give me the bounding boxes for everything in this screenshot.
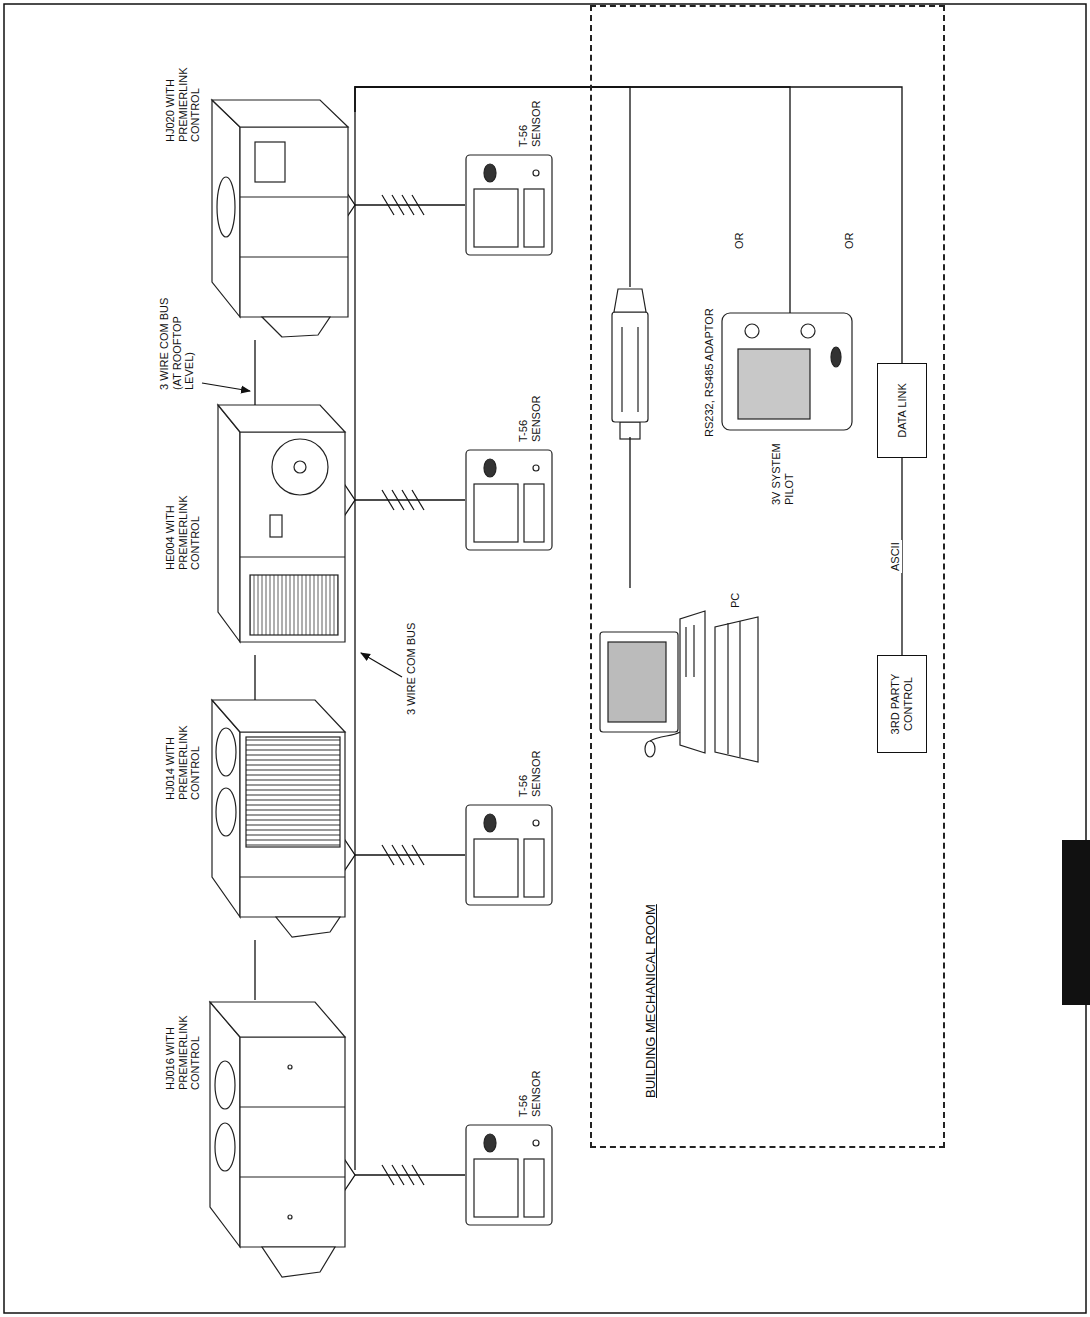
connector — [355, 87, 902, 363]
t56-sensor-picture — [466, 450, 552, 550]
section-tab — [1062, 840, 1090, 1005]
system-pilot: 3V SYSTEM PILOT — [722, 313, 857, 505]
sensor: T-56 SENSOR — [465, 1055, 557, 1225]
adaptor: RS232, RS485 ADAPTOR — [597, 287, 718, 437]
wire-count-mark — [402, 490, 414, 510]
connector — [255, 940, 256, 1000]
pc-picture — [600, 611, 758, 762]
leader-arrow — [202, 383, 402, 677]
adaptor-picture — [612, 289, 648, 439]
rooftop-unit-picture — [212, 100, 348, 337]
connector — [355, 1165, 465, 1185]
sensor: T-56 SENSOR — [465, 380, 557, 550]
rooftop-unit-picture — [218, 405, 345, 642]
node-label: PC — [729, 593, 742, 608]
node-label: 3V SYSTEM PILOT — [770, 431, 795, 505]
connector — [355, 87, 630, 287]
wire-count-mark — [402, 1165, 414, 1185]
rooftop-unit: HE004 WITH PREMIERLINK CONTROL — [160, 405, 355, 655]
connector-line — [355, 854, 465, 855]
edge-label: ASCII — [889, 540, 902, 573]
wire-count-mark — [412, 1165, 424, 1185]
node-label: BUILDING MECHANICAL ROOM — [644, 0, 659, 1098]
connector — [355, 195, 465, 215]
rooftop-unit: HJ020 WITH PREMIERLINK CONTROL — [160, 55, 355, 340]
callout-label: 3 WIRE COM BUS — [405, 623, 418, 715]
connector — [355, 87, 790, 313]
label-anchor: OR — [843, 233, 856, 250]
node-label: HE004 WITH PREMIERLINK CONTROL — [164, 488, 202, 570]
label-anchor: 3 WIRE COM BUS — [405, 623, 418, 715]
connector — [255, 340, 256, 405]
connector-line — [355, 87, 790, 313]
node-label: T-56 SENSOR — [517, 95, 542, 147]
connector — [355, 490, 465, 510]
connector — [630, 437, 631, 588]
callout-label: OR — [733, 233, 746, 250]
connector-line — [355, 1174, 465, 1175]
connector — [902, 458, 903, 655]
wire-count-mark — [402, 845, 414, 865]
connector-line — [355, 87, 630, 287]
label-anchor: OR — [733, 233, 746, 250]
connector-line — [629, 437, 630, 588]
mechanical-room: BUILDING MECHANICAL ROOMPCRS232, RS485 A… — [590, 5, 945, 1148]
wire-count-mark — [412, 195, 424, 215]
rooftop-unit: HJ016 WITH PREMIERLINK CONTROL — [160, 1000, 355, 1280]
wire-count-mark — [412, 490, 424, 510]
node-label: 3RD PARTY CONTROL — [889, 662, 914, 746]
node-label: HJ016 WITH PREMIERLINK CONTROL — [164, 1008, 202, 1090]
wire-count-mark — [402, 195, 414, 215]
wire-count-mark — [392, 1165, 404, 1185]
wire-count-mark — [382, 1165, 394, 1185]
t56-sensor-picture — [466, 1125, 552, 1225]
wire-count-mark — [382, 195, 394, 215]
node-label: DATA LINK — [896, 383, 909, 438]
wire-count-mark — [382, 845, 394, 865]
wire-count-mark — [392, 195, 404, 215]
wire-count-mark — [392, 490, 404, 510]
node-label: T-56 SENSOR — [517, 745, 542, 797]
node-label: T-56 SENSOR — [517, 390, 542, 442]
connector-line — [355, 204, 465, 205]
rooftop-unit-picture — [210, 1002, 345, 1277]
node-label: T-56 SENSOR — [517, 1065, 542, 1117]
node-label: RS232, RS485 ADAPTOR — [703, 308, 716, 437]
sensor: T-56 SENSOR — [465, 735, 557, 905]
node-label: HJ014 WITH PREMIERLINK CONTROL — [164, 718, 202, 800]
sensor: T-56 SENSOR — [465, 85, 557, 255]
control-box: 3RD PARTY CONTROL — [877, 655, 927, 753]
connector — [255, 655, 256, 700]
connector-line — [355, 87, 902, 363]
t56-sensor-picture — [466, 805, 552, 905]
edge-label-anchor: ASCII — [885, 540, 903, 573]
connector-line — [254, 655, 255, 700]
callout-label: 3 WIRE COM BUS (AT ROOFTOP LEVEL) — [158, 290, 196, 390]
wire-count-mark — [392, 845, 404, 865]
rooftop-unit-picture — [212, 700, 345, 937]
connector — [355, 845, 465, 865]
rooftop-unit: HJ014 WITH PREMIERLINK CONTROL — [160, 700, 355, 940]
t56-sensor-picture — [466, 155, 552, 255]
system-pilot-picture — [722, 313, 852, 430]
wire-count-mark — [382, 490, 394, 510]
label-anchor: 3 WIRE COM BUS (AT ROOFTOP LEVEL) — [158, 290, 196, 390]
data-link-box: DATA LINK — [877, 363, 927, 458]
node-label: HJ020 WITH PREMIERLINK CONTROL — [164, 60, 202, 142]
wire-count-mark — [412, 845, 424, 865]
pc: PC — [597, 588, 772, 768]
connector-line — [254, 940, 255, 1000]
connector-line — [355, 499, 465, 500]
connector-line — [254, 340, 255, 405]
callout-label: OR — [843, 233, 856, 250]
page-border — [4, 4, 1086, 1313]
